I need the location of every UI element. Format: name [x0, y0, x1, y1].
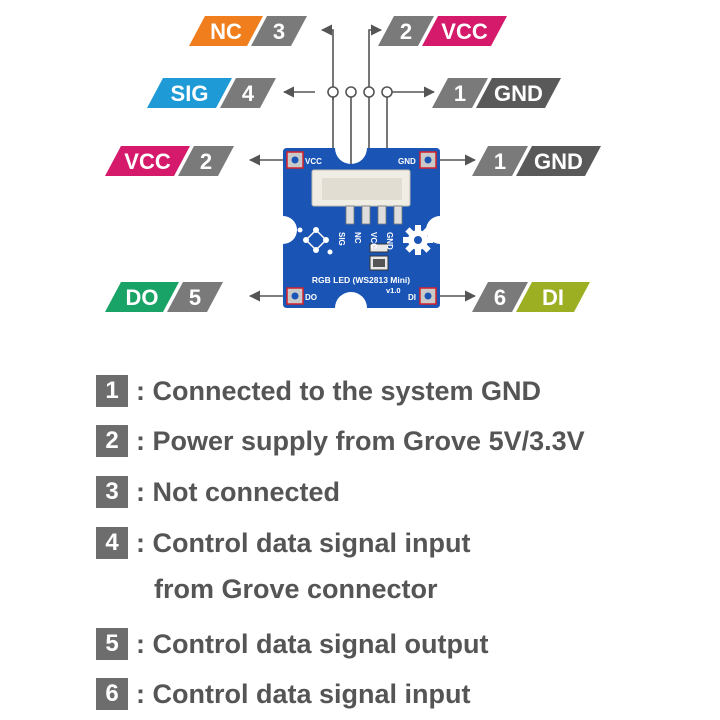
silk-conn-gnd: GND — [385, 232, 394, 250]
board-title: RGB LED (WS2813 Mini) — [312, 275, 410, 285]
legend-text-2: : Power supply from Grove 5V/3.3V — [136, 425, 585, 456]
legend-text-3: : Not connected — [136, 476, 341, 507]
legend-item-1: 1 : Connected to the system GND — [96, 371, 541, 411]
pin-label-nc-top: NC 3 — [189, 16, 307, 46]
pin-name-badge — [147, 78, 232, 108]
pin-name-text: GND — [534, 149, 583, 174]
wire-nc — [320, 24, 334, 183]
legend-number-6: 6 — [96, 678, 128, 710]
pin-name-text: DO — [126, 285, 159, 310]
legend-text-4-continuation: from Grove connector — [154, 574, 438, 604]
pin-number-badge — [251, 16, 307, 46]
wire-vcc-top — [368, 24, 383, 183]
silk-conn-nc: NC — [353, 232, 362, 244]
pin-junctions — [327, 86, 393, 98]
pin-number-text: 4 — [242, 81, 255, 106]
pcb-board: VCC GND DO DI SIG NC VCC GND RGB LED (WS… — [283, 148, 440, 308]
pin-number-badge — [472, 146, 528, 176]
legend-item-2: 2 : Power supply from Grove 5V/3.3V — [96, 421, 585, 461]
pin-label-vcc-top: VCC 2 — [378, 16, 507, 46]
legend-text-6: : Control data signal input — [136, 678, 471, 709]
pin-number-badge — [220, 78, 276, 108]
legend-number-3: 3 — [96, 476, 128, 508]
pin-number-text: 2 — [400, 19, 412, 44]
gear-icon — [403, 225, 433, 255]
legend-text-4: : Control data signal input — [136, 527, 471, 558]
pin-label-do: DO 5 — [105, 282, 223, 312]
pin-name-badge — [422, 16, 507, 46]
pin-name-badge — [516, 146, 601, 176]
legend-item-4: 4 : Control data signal input — [96, 523, 470, 563]
pin-name-badge — [105, 146, 190, 176]
pin-name-badge — [476, 78, 561, 108]
pinout-diagram: VCC GND DO DI SIG NC VCC GND RGB LED (WS… — [105, 16, 601, 312]
resistor — [369, 243, 389, 253]
pin-label-sig: SIG 4 — [147, 78, 276, 108]
pin-number-badge — [178, 146, 234, 176]
silk-do: DO — [305, 293, 317, 302]
grove-logo-icon — [297, 227, 333, 255]
pin-name-text: GND — [494, 81, 543, 106]
pin-name-text: NC — [210, 19, 242, 44]
legend-text-1: : Connected to the system GND — [136, 375, 542, 406]
pin-name-text: DI — [542, 285, 564, 310]
pin-name-text: VCC — [441, 19, 488, 44]
board-version: v1.0 — [386, 286, 401, 295]
legend-text-5: : Control data signal output — [136, 628, 489, 659]
silk-conn-vcc: VCC — [369, 232, 378, 249]
silk-conn-sig: SIG — [337, 232, 346, 246]
pin-label-vcc-side: VCC 2 — [105, 146, 234, 176]
pin-label-gnd-top: GND 1 — [432, 78, 561, 108]
pin-number-badge — [167, 282, 223, 312]
pin-number-badge — [432, 78, 488, 108]
pin-number-text: 3 — [273, 19, 285, 44]
pin-name-badge — [105, 282, 179, 312]
legend-item-3: 3 : Not connected — [96, 472, 340, 512]
legend-item-6: 6 : Control data signal input — [96, 674, 470, 714]
pin-name-text: SIG — [171, 81, 209, 106]
legend-number-4: 4 — [96, 527, 128, 559]
pin-number-text: 1 — [494, 149, 506, 174]
pin-number-badge — [378, 16, 434, 46]
legend-item-5: 5 : Control data signal output — [96, 624, 488, 664]
legend-number-5: 5 — [96, 628, 128, 660]
pin-name-badge — [189, 16, 263, 46]
silk-di: DI — [408, 293, 416, 302]
pin-number-badge — [472, 282, 528, 312]
pin-name-text: VCC — [124, 149, 171, 174]
pin-label-gnd-side: GND 1 — [472, 146, 601, 176]
pin-number-text: 6 — [494, 285, 506, 310]
pin-number-text: 1 — [454, 81, 466, 106]
pin-wires — [248, 24, 477, 302]
silk-gnd: GND — [398, 157, 416, 166]
pin-number-text: 5 — [189, 285, 201, 310]
pin-number-text: 2 — [200, 149, 212, 174]
pin-name-badge — [516, 282, 590, 312]
pin-label-di: DI 6 — [472, 282, 590, 312]
legend-number-1: 1 — [96, 375, 128, 407]
silk-vcc: VCC — [305, 157, 322, 166]
legend-number-2: 2 — [96, 425, 128, 457]
